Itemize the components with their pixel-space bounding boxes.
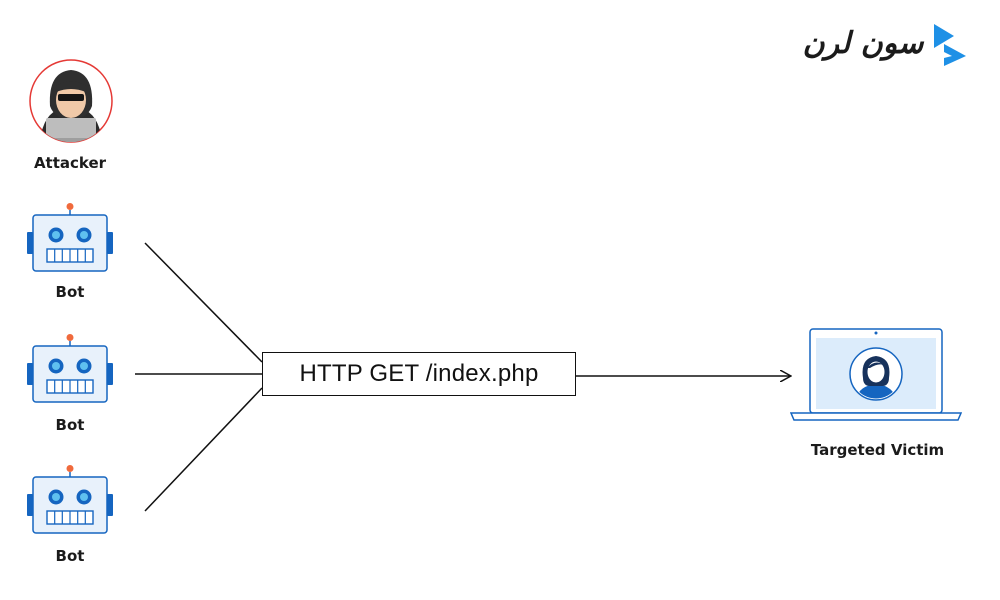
robot-icon (27, 465, 113, 534)
robot-icon (27, 334, 113, 403)
attacker-node (28, 58, 114, 149)
http-request-box: HTTP GET /index.php (262, 352, 576, 396)
bot-node-2 (27, 333, 113, 410)
attacker-label: Attacker (33, 154, 107, 172)
bot-node-3 (27, 464, 113, 541)
bot3-connector (144, 387, 263, 512)
bot-label-1: Bot (55, 283, 85, 301)
victim-label: Targeted Victim (810, 441, 945, 459)
robot-icon (27, 203, 113, 272)
brand-logo-text: سون لرن (802, 26, 924, 61)
bot1-connector (144, 242, 263, 363)
laptop-user-icon (789, 328, 963, 421)
bot-node-1 (27, 202, 113, 279)
brand-logo-icon (934, 24, 966, 66)
victim-node (789, 328, 963, 429)
hacker-icon (29, 59, 113, 143)
bot-label-2: Bot (55, 416, 85, 434)
bot-label-3: Bot (55, 547, 85, 565)
